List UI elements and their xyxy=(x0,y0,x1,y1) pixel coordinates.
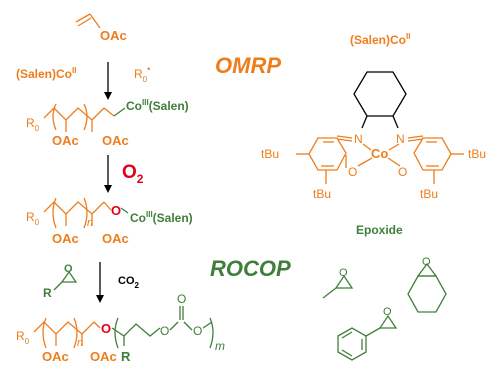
salen-tbu-1: tBu xyxy=(261,147,279,161)
step1-catalyst-oxidation: II xyxy=(72,66,76,75)
salen-co: Co xyxy=(371,146,388,161)
svg-text:O2: O2 xyxy=(122,162,144,186)
propylene-oxide-structure: O xyxy=(322,267,354,299)
rocop-label: ROCOP xyxy=(210,256,291,281)
int2-r0-sub: 0 xyxy=(35,218,40,227)
svg-text:(Salen)CoII: (Salen)CoII xyxy=(350,32,410,47)
omrp-label: OMRP xyxy=(215,53,281,78)
svg-text:CO2: CO2 xyxy=(118,275,140,290)
salen-title-oxidation: II xyxy=(406,32,410,41)
step2-oxygen-sub: 2 xyxy=(137,172,144,186)
int1-oac-right: OAc xyxy=(102,133,129,148)
int2-oac-right: OAc xyxy=(102,231,129,246)
int2-n: n xyxy=(87,217,93,229)
styrene-oxide-structure: O xyxy=(337,306,398,361)
step1-arrowhead xyxy=(104,92,112,100)
salen-o-right: O xyxy=(398,165,407,179)
step2-oxygen: O xyxy=(122,162,137,183)
svg-text:(Salen)CoII: (Salen)CoII xyxy=(16,66,76,81)
int2-oac-left: OAc xyxy=(52,231,79,246)
product-oac-right: OAc xyxy=(90,349,117,364)
int2-oxygen: O xyxy=(111,203,121,218)
step2-conditions: O2 xyxy=(104,155,144,193)
int1-r0: R xyxy=(26,116,35,130)
step1-initiator: R xyxy=(134,67,143,81)
step1-initiator-sub: 0 xyxy=(143,75,148,84)
salen-tbu-4: tBu xyxy=(420,187,438,201)
product-oac-left: OAc xyxy=(42,349,69,364)
step3-conditions: R O CO2 xyxy=(43,262,140,303)
int1-co-oxidation: III xyxy=(142,98,149,107)
salen-n-left: N xyxy=(354,132,363,146)
vinyl-oac-label: OAc xyxy=(100,28,127,43)
product-structure: R0 n O OAc OAc R O O O m xyxy=(16,292,225,364)
step1-conditions: (Salen)CoII R0• xyxy=(16,62,150,100)
cyclohexene-oxide-structure: O xyxy=(407,256,447,313)
svg-text:R0: R0 xyxy=(26,116,40,133)
int2-r0: R xyxy=(26,210,35,224)
product-n: n xyxy=(77,337,83,349)
product-oxygen-2: O xyxy=(193,324,202,338)
int1-oac-left: OAc xyxy=(52,133,79,148)
salen-title: (Salen)Co xyxy=(350,33,406,47)
step3-co2: CO xyxy=(118,275,135,287)
salen-n-right: N xyxy=(396,132,405,146)
svg-text:R0: R0 xyxy=(26,210,40,227)
product-r0-sub: 0 xyxy=(25,337,30,346)
int1-co: Co xyxy=(126,99,142,113)
salen-complex-structure: N N Co O O tBu tBu tBu tBu xyxy=(261,71,486,201)
product-oxygen-1: O xyxy=(160,324,169,338)
salen-o-left: O xyxy=(348,165,357,179)
step3-epoxide-r: R xyxy=(43,286,52,300)
svg-text:CoIII(Salen): CoIII(Salen) xyxy=(126,98,189,113)
product-carbonyl-oxygen: O xyxy=(177,292,186,306)
salen-tbu-3: tBu xyxy=(468,147,486,161)
salen-tbu-2: tBu xyxy=(313,187,331,201)
step3-epoxide-o: O xyxy=(64,263,73,275)
propylene-oxide-oxygen: O xyxy=(339,267,348,279)
step1-catalyst: (Salen)Co xyxy=(16,67,72,81)
step3-co2-sub: 2 xyxy=(135,281,140,290)
epoxide-title: Epoxide xyxy=(356,223,403,237)
int2-co: Co xyxy=(130,211,146,225)
intermediate1-structure: R0 OAc OAc CoIII(Salen) xyxy=(26,98,189,148)
intermediate2-structure: R0 n O OAc OAc CoIII(Salen) xyxy=(26,197,193,246)
product-r0: R xyxy=(16,329,25,343)
step3-arrowhead xyxy=(96,295,104,303)
step1-initiator-radical: • xyxy=(147,64,150,74)
int2-co-ligand: (Salen) xyxy=(153,211,193,225)
svg-text:R0: R0 xyxy=(16,329,30,346)
svg-text:R0•: R0• xyxy=(134,64,150,84)
int1-r0-sub: 0 xyxy=(35,124,40,133)
styrene-oxide-oxygen: O xyxy=(383,306,392,318)
vinyl-acetate-structure: OAc xyxy=(75,13,127,43)
svg-text:CoIII(Salen): CoIII(Salen) xyxy=(130,210,193,225)
step2-arrowhead xyxy=(104,185,112,193)
product-m: m xyxy=(215,339,225,353)
product-r-group: R xyxy=(121,349,131,364)
int1-co-ligand: (Salen) xyxy=(149,99,189,113)
int2-co-oxidation: III xyxy=(146,210,153,219)
product-link-oxygen: O xyxy=(101,321,111,336)
cyclohexene-oxide-oxygen: O xyxy=(422,256,431,268)
